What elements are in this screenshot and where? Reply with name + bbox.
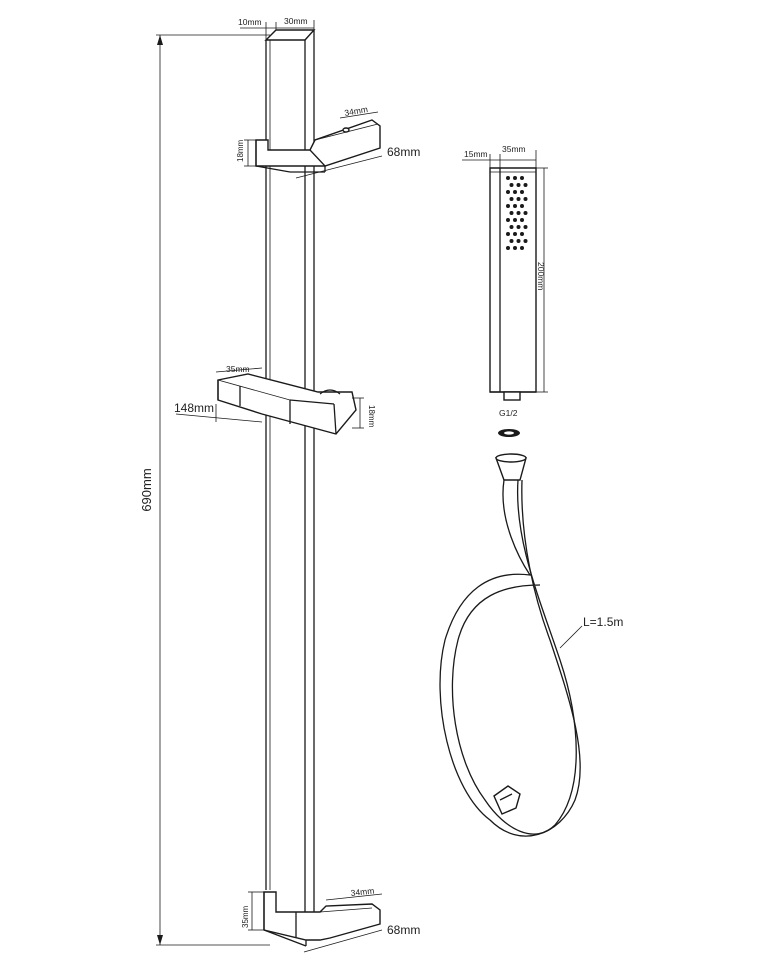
spray-nozzle: [520, 190, 524, 194]
spray-nozzle: [516, 225, 521, 229]
spray-nozzle: [513, 218, 517, 222]
spray-nozzle: [520, 218, 524, 222]
spray-nozzle: [509, 239, 514, 243]
bottom-bracket-dimensions: [248, 891, 383, 953]
rail-width-label: 30mm: [284, 16, 308, 26]
handset-side-label: 15mm: [464, 149, 488, 159]
handset-length-label: 200mm: [536, 262, 546, 290]
bottom-bracket-height-label: 35mm: [241, 905, 250, 928]
top-bracket-width-label: 34mm: [344, 104, 369, 118]
spray-nozzle: [513, 246, 517, 250]
spray-nozzle: [509, 197, 514, 201]
hose-length-leader: [559, 625, 583, 649]
holder-dimensions: [175, 367, 364, 429]
spray-nozzle: [506, 204, 510, 208]
spray-nozzle: [523, 183, 528, 187]
bottom-wall-bracket: [263, 891, 381, 947]
top-bracket-projection-label: 68mm: [387, 145, 420, 159]
spray-nozzle: [506, 176, 510, 180]
hand-shower-dimensions: [462, 150, 548, 393]
top-wall-bracket: [255, 119, 381, 173]
bottom-bracket-width-label: 34mm: [350, 886, 375, 898]
rail-depth-label: 10mm: [238, 17, 262, 27]
spray-nozzle: [513, 190, 517, 194]
handset-holder: [217, 373, 357, 435]
spray-nozzle: [513, 232, 517, 236]
spray-nozzle: [523, 197, 528, 201]
rail-top-dimensions: [240, 20, 315, 40]
spray-nozzle: [520, 232, 524, 236]
spray-nozzle: [506, 232, 510, 236]
holder-projection-label: 148mm: [174, 401, 214, 415]
spray-nozzle: [509, 211, 514, 215]
spray-nozzle: [523, 211, 528, 215]
spray-nozzle: [516, 183, 521, 187]
shower-hose: [439, 453, 581, 837]
spray-nozzle: [506, 190, 510, 194]
spray-nozzle-grid: [506, 176, 528, 250]
spray-nozzle: [520, 204, 524, 208]
hose-length-label: L=1.5m: [583, 615, 623, 629]
spray-nozzle: [516, 197, 521, 201]
spray-nozzle: [513, 204, 517, 208]
washer: [498, 429, 520, 437]
top-bracket-height-label: 18mm: [236, 139, 245, 162]
spray-nozzle: [520, 176, 524, 180]
handset-width-label: 35mm: [502, 144, 526, 154]
spray-nozzle: [513, 176, 517, 180]
top-bracket-dimensions: [244, 111, 383, 179]
hand-shower: [489, 167, 537, 401]
thread-label: G1/2: [499, 408, 518, 418]
spray-nozzle: [509, 183, 514, 187]
spray-nozzle: [520, 246, 524, 250]
spray-nozzle: [516, 211, 521, 215]
spray-nozzle: [516, 239, 521, 243]
rail-height-label: 690mm: [139, 468, 154, 511]
spray-nozzle: [506, 218, 510, 222]
spray-nozzle: [509, 225, 514, 229]
spray-nozzle: [523, 225, 528, 229]
spray-nozzle: [506, 246, 510, 250]
holder-width-label: 35mm: [226, 364, 250, 374]
bottom-bracket-projection-label: 68mm: [387, 923, 420, 937]
overall-height-dimension: [156, 34, 270, 946]
spray-nozzle: [523, 239, 528, 243]
holder-height-label: 18mm: [367, 405, 376, 428]
